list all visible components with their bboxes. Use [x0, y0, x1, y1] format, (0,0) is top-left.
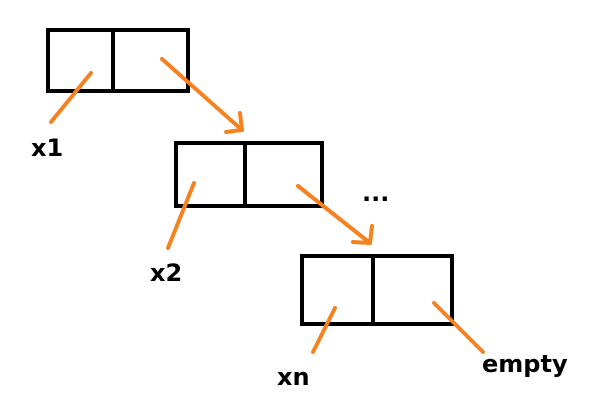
- node-1: [46, 28, 190, 93]
- next-arrow-2: [296, 184, 374, 245]
- empty-pointer: [432, 301, 485, 354]
- next-arrow-1: [160, 57, 244, 134]
- label-x1: x1: [31, 134, 64, 162]
- label-ellipsis: ...: [362, 179, 390, 207]
- label-empty: empty: [482, 350, 568, 378]
- node-n-box: [300, 254, 454, 326]
- label-x2: x2: [150, 259, 183, 287]
- value-pointer-x1: [49, 71, 93, 124]
- value-pointer-x2: [166, 181, 196, 250]
- node-1-box: [46, 28, 190, 93]
- value-pointer-xn: [311, 306, 337, 354]
- node-2-box: [174, 141, 324, 208]
- node-2: [174, 141, 324, 208]
- node-n: [300, 254, 454, 326]
- label-xn: xn: [277, 363, 310, 391]
